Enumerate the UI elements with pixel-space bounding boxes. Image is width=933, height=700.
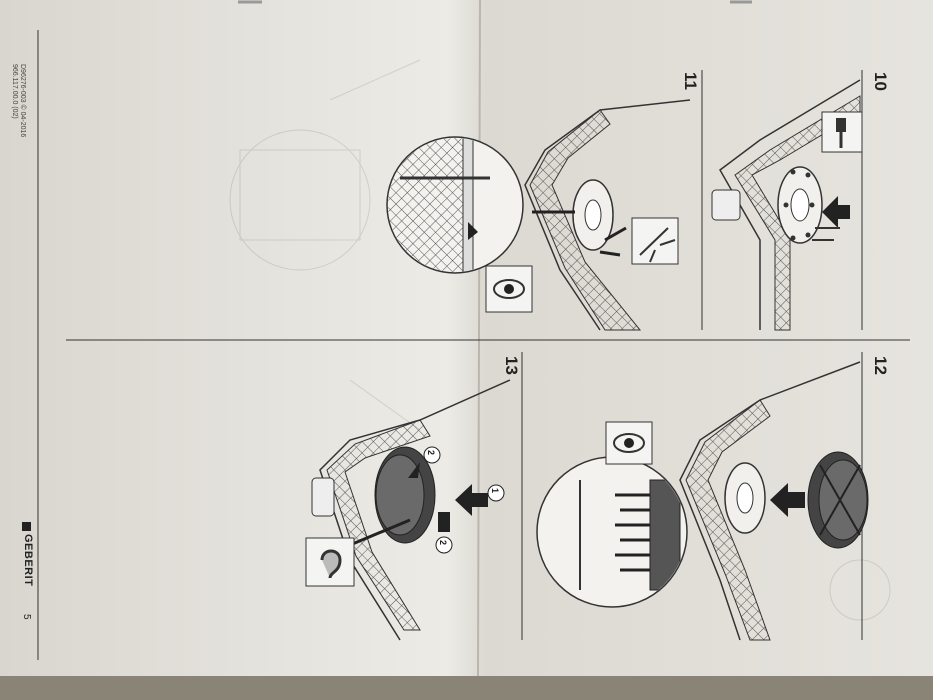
step-number-13: 13 <box>502 356 521 375</box>
brand-name: GEBERIT <box>22 534 34 587</box>
push-arrow-12 <box>770 483 805 517</box>
page-number: 5 <box>21 614 32 620</box>
step-number-10: 10 <box>871 72 890 91</box>
filter-cap-13 <box>374 446 436 544</box>
callout-circles <box>423 446 505 554</box>
center-fold <box>477 0 481 677</box>
doc-code-line-2: 966.117.00.0 (02) <box>11 64 18 119</box>
filter-cap-12 <box>807 451 869 549</box>
step-number-11: 11 <box>681 72 700 90</box>
doc-code-line-1: D96276-003 © 04-2016 <box>19 64 26 138</box>
geberit-logo-mark <box>22 522 31 531</box>
step-10-illustration <box>711 79 863 331</box>
step-13-illustration <box>305 379 511 641</box>
step-11-illustration <box>386 99 691 331</box>
callout-2b: 2 <box>438 540 448 546</box>
step-number-12: 12 <box>871 356 890 375</box>
push-arrow <box>822 196 850 228</box>
hammer-glyph <box>836 118 846 148</box>
table-edge <box>0 676 933 700</box>
step-12-illustration <box>536 361 869 641</box>
callout-1: 1 <box>490 488 500 494</box>
callout-2a: 2 <box>426 450 436 456</box>
show-through <box>229 59 891 621</box>
